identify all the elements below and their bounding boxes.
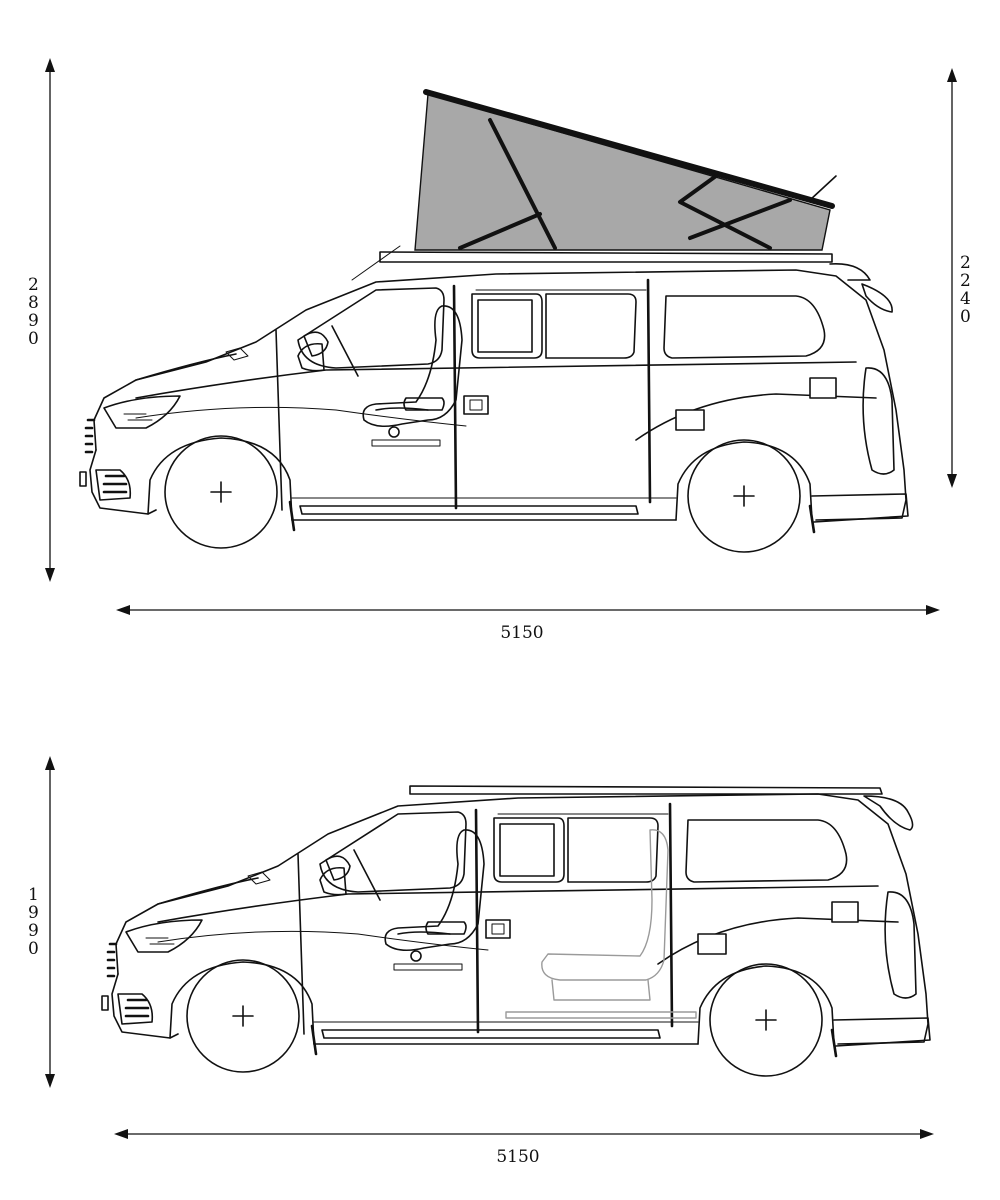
van-raised-roof: [78, 89, 910, 554]
length-raised-label: 5150: [500, 623, 543, 643]
dim-length-closed: [114, 1129, 934, 1139]
van-closed-roof: [100, 785, 932, 1078]
dim-roof-height: [947, 68, 957, 488]
pop-up-tent: [414, 93, 831, 251]
dim-length-raised: [116, 605, 940, 615]
length-closed-label: 5150: [496, 1147, 539, 1167]
pop-up-roof-lid: [423, 89, 835, 209]
dim-height-closed: [45, 756, 55, 1088]
dim-height-raised: [45, 58, 55, 582]
